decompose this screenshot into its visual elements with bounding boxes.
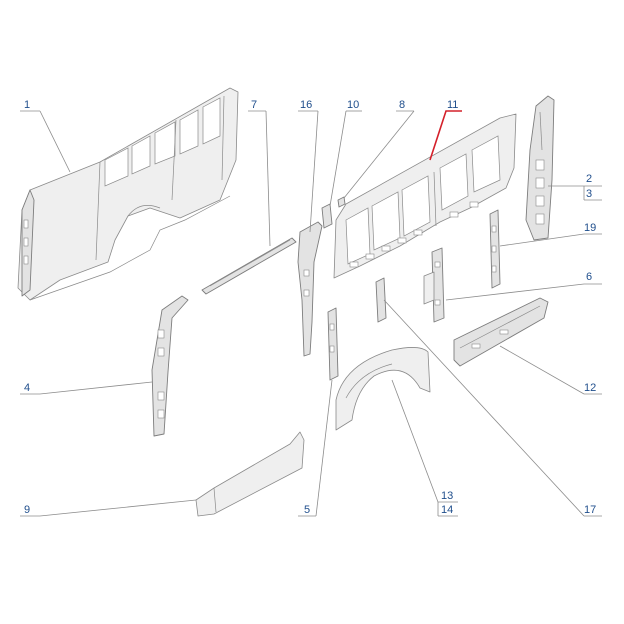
callout-19[interactable]: 19 — [584, 222, 596, 234]
callout-2[interactable]: 2 — [586, 173, 592, 185]
callout-7[interactable]: 7 — [251, 99, 257, 111]
leader-19 — [499, 233, 585, 247]
part-7-rail-strip[interactable] — [201, 237, 297, 295]
callout-6[interactable]: 6 — [586, 271, 592, 283]
leader-8 — [343, 110, 415, 199]
part-13-14-wheel-arch[interactable] — [335, 347, 431, 431]
part-11-right-side-panel[interactable] — [333, 113, 517, 279]
callout-10[interactable]: 10 — [347, 99, 359, 111]
part-17-bracket[interactable] — [375, 277, 387, 323]
part-2-3-rear-pillar[interactable] — [525, 95, 555, 241]
callout-8[interactable]: 8 — [399, 99, 405, 111]
leader-7 — [265, 110, 271, 247]
callout-14[interactable]: 14 — [441, 504, 453, 516]
part-9-sill[interactable] — [195, 431, 305, 517]
callout-5[interactable]: 5 — [304, 504, 310, 516]
leader-1 — [39, 110, 71, 173]
callout-12[interactable]: 12 — [584, 382, 596, 394]
leader-13 — [391, 379, 439, 503]
part-1-left-side-panel[interactable] — [17, 87, 239, 301]
part-12-floor-rail[interactable] — [453, 297, 549, 367]
callout-4[interactable]: 4 — [24, 382, 30, 394]
leader-10 — [329, 110, 347, 207]
part-19-reinforcement[interactable] — [489, 209, 501, 289]
leader-12 — [499, 345, 585, 395]
callout-9[interactable]: 9 — [24, 504, 30, 516]
callout-13[interactable]: 13 — [441, 490, 453, 502]
part-16-pillar[interactable] — [297, 221, 323, 357]
leader-9 — [39, 499, 197, 517]
leader-5 — [315, 379, 333, 517]
leader-17 — [383, 299, 585, 517]
leader-6 — [445, 283, 585, 301]
part-6-bracket-plate[interactable] — [423, 247, 445, 323]
part-5-reinforcement[interactable] — [327, 307, 339, 381]
leader-11 — [429, 110, 462, 161]
part-10-bracket[interactable] — [321, 203, 333, 229]
callout-11[interactable]: 11 — [447, 99, 458, 111]
callout-1[interactable]: 1 — [24, 99, 30, 111]
part-8-clip[interactable] — [337, 196, 346, 208]
callout-3[interactable]: 3 — [586, 188, 592, 200]
part-4-front-pillar[interactable] — [151, 295, 189, 437]
leader-4 — [39, 381, 153, 395]
callout-17[interactable]: 17 — [584, 504, 596, 516]
callout-16[interactable]: 16 — [300, 99, 312, 111]
leader-16 — [309, 110, 319, 233]
